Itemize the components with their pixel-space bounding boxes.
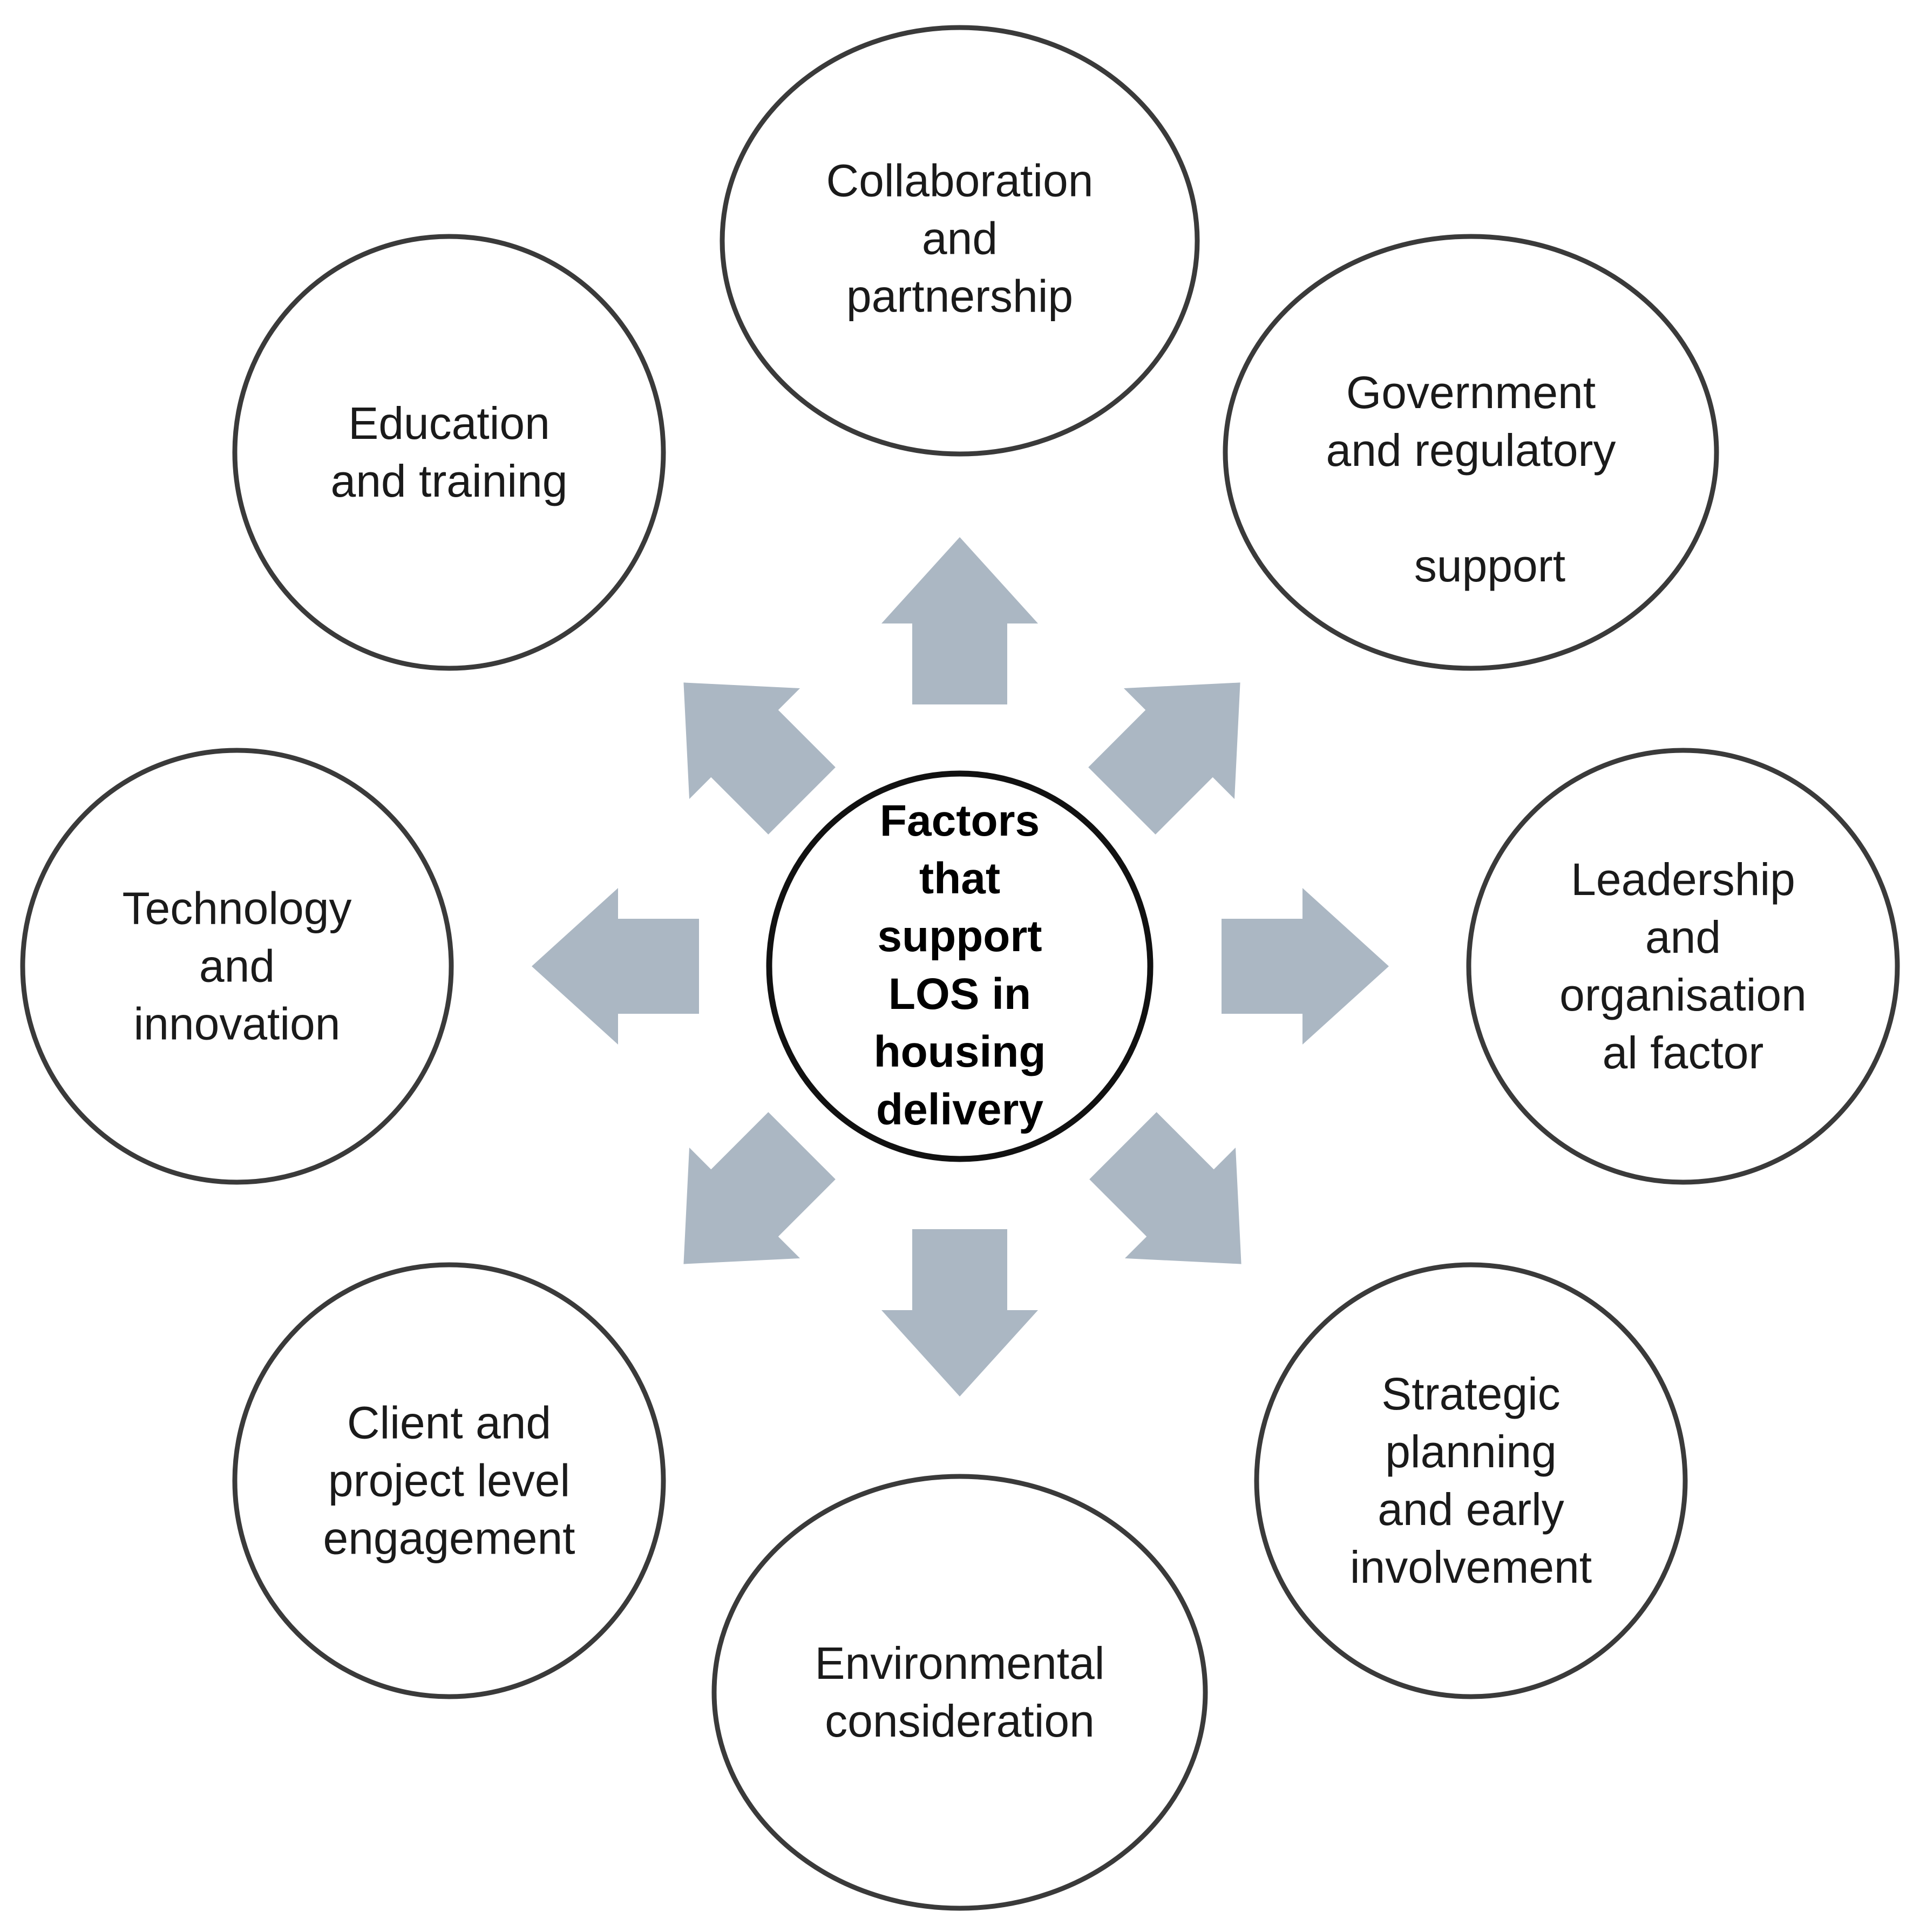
- client-node: [232, 1262, 666, 1699]
- collaboration-node: [720, 25, 1200, 457]
- strategic-node: [1254, 1262, 1688, 1699]
- technology-node: [20, 748, 454, 1185]
- center-label: Factors that support LOS in housing deli…: [873, 796, 1046, 1134]
- technology-label: Technology and innovation: [122, 883, 352, 1049]
- arrow-to-technology: [532, 888, 699, 1045]
- government-label: Government and regulatory support: [1326, 367, 1616, 591]
- arrow-to-strategic: [1067, 1090, 1297, 1320]
- environmental-node: [711, 1474, 1208, 1911]
- center-node: [766, 770, 1154, 1162]
- arrow-to-government: [1066, 627, 1296, 857]
- arrow-to-environmental: [881, 1229, 1038, 1397]
- government-node: [1223, 234, 1719, 671]
- leadership-node: [1466, 748, 1900, 1185]
- environmental-label: Environmental consideration: [815, 1638, 1105, 1746]
- leadership-label: Leadership and organisation al factor: [1559, 854, 1807, 1078]
- arrow-to-client: [628, 1090, 858, 1320]
- arrow-to-leadership: [1222, 888, 1389, 1045]
- education-label: Education and training: [330, 398, 568, 506]
- arrow-to-collaboration: [881, 537, 1038, 704]
- strategic-label: Strategic planning and early involvement: [1349, 1368, 1592, 1592]
- education-node: [232, 234, 666, 671]
- client-label: Client and project level engagement: [323, 1397, 575, 1564]
- arrow-to-education: [628, 627, 858, 857]
- collaboration-label: Collaboration and partnership: [826, 155, 1094, 322]
